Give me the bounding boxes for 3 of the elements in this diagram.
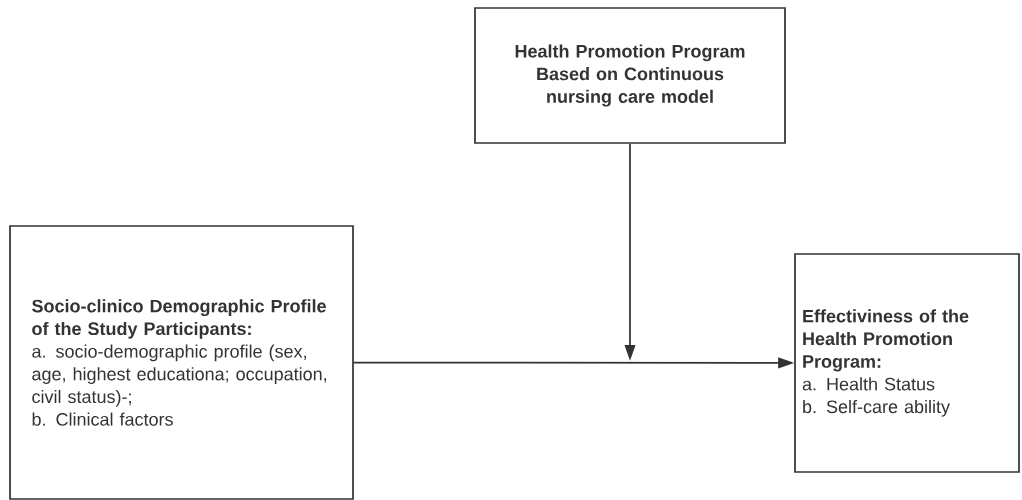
- box: Socio-clinico Demographic Profile of the Study Participants: a. socio-demographic profile (sex, age, highest educationa; occupation, civil status)-; b. Clinical factors: [9, 225, 354, 500]
- box: Effectiviness of the Health Promotion Program: a. Health Status b. Self-care ability: [794, 253, 1020, 473]
- box: Health Promotion Program Based on Continuous nursing care model: [474, 7, 786, 144]
